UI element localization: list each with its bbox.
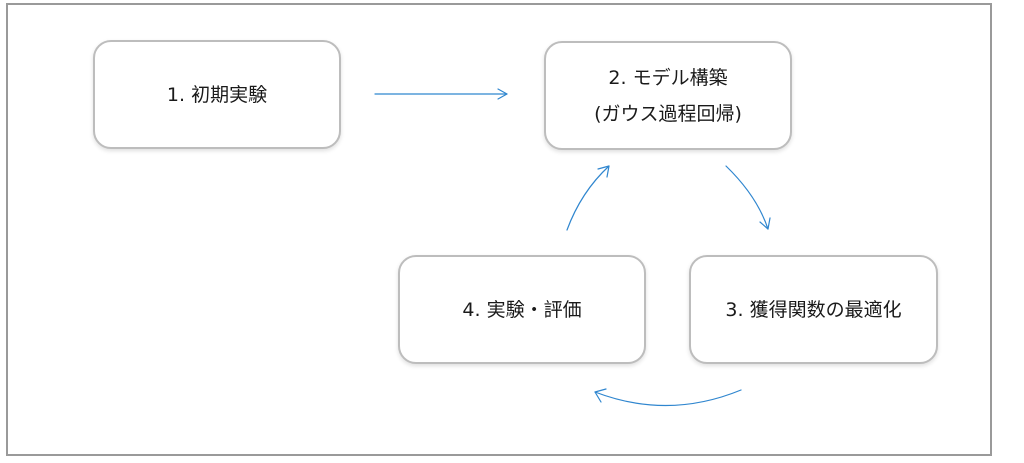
node-acquisition-optimization-label: 3. 獲得関数の最適化 (725, 298, 902, 321)
node-initial-experiment: 1. 初期実験 (93, 40, 341, 149)
node-model-building: 2. モデル構築 (ガウス過程回帰) (544, 41, 792, 150)
node-acquisition-optimization: 3. 獲得関数の最適化 (689, 255, 938, 364)
node-experiment-evaluation-label: 4. 実験・評価 (462, 298, 582, 321)
node-model-building-label: 2. モデル構築 (608, 66, 728, 89)
node-experiment-evaluation: 4. 実験・評価 (398, 255, 646, 364)
node-initial-experiment-label: 1. 初期実験 (166, 83, 268, 106)
node-model-building-sublabel: (ガウス過程回帰) (594, 102, 742, 125)
